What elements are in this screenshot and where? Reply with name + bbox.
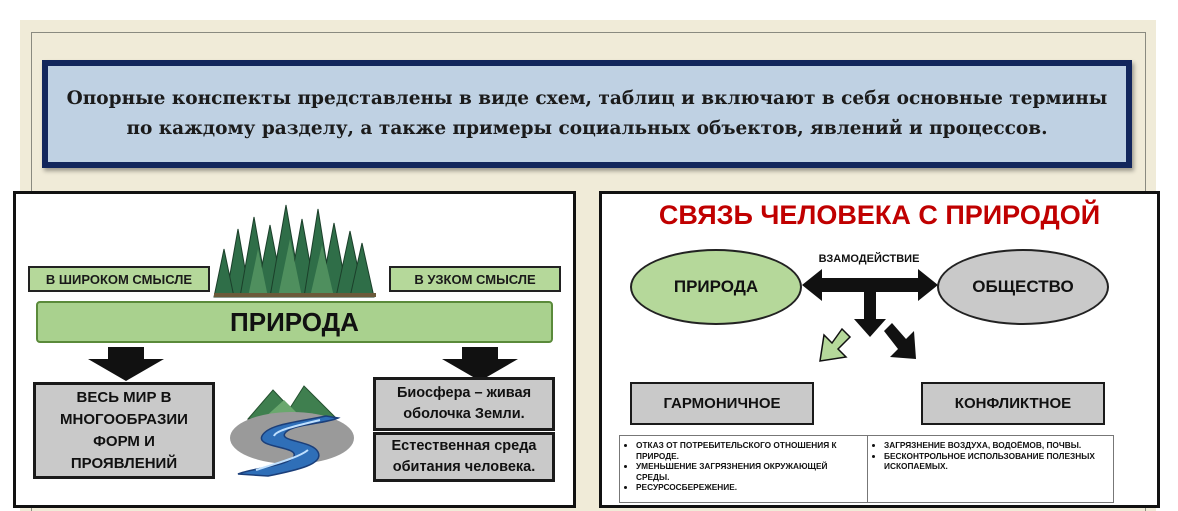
bio-line-2: оболочка Земли. (403, 406, 525, 422)
wide-line-1: ВЕСЬ МИР В (76, 388, 172, 406)
list-item: ЗАГРЯЗНЕНИЕ ВОЗДУХА, ВОДОЁМОВ, ПОЧВЫ. (884, 440, 1107, 451)
interaction-arrows-icon (802, 269, 938, 362)
nature-main-text: ПРИРОДА (230, 306, 359, 337)
env-line-2: обитания человека. (392, 459, 536, 475)
list-item: УМЕНЬШЕНИЕ ЗАГРЯЗНЕНИЯ ОКРУЖАЮЩЕЙ СРЕДЫ. (636, 461, 861, 482)
conflict-text: КОНФЛИКТНОЕ (954, 395, 1072, 412)
bio-line-1: Биосфера – живая (396, 385, 532, 401)
society-ellipse: ОБЩЕСТВО (937, 249, 1109, 325)
forest-icon (213, 204, 376, 298)
arrow-down-right-icon (442, 347, 518, 381)
conflict-list: ЗАГРЯЗНЕНИЕ ВОЗДУХА, ВОДОЁМОВ, ПОЧВЫ. БЕ… (867, 435, 1114, 503)
list-item: БЕСКОНТРОЛЬНОЕ ИСПОЛЬЗОВАНИЕ ПОЛЕЗНЫХ ИС… (884, 451, 1107, 472)
panel-title: СВЯЗЬ ЧЕЛОВЕКА С ПРИРОДОЙ (658, 200, 1101, 230)
wide-sense-label: В ШИРОКОМ СМЫСЛЕ (28, 266, 210, 292)
harmonious-list: ОТКАЗ ОТ ПОТРЕБИТЕЛЬСКОГО ОТНОШЕНИЯ К ПР… (619, 435, 868, 503)
env-line-1: Естественная среда (391, 438, 537, 454)
banner-line-2: по каждому разделу, а также примеры соци… (126, 118, 1048, 139)
intro-banner: Опорные конспекты представлены в виде сх… (42, 60, 1132, 168)
arrow-down-left-icon (88, 347, 164, 381)
interaction-label: ВЗАМОДЕЙСТВИЕ (818, 253, 920, 265)
biosphere-definition: Биосфера – живая оболочка Земли. (373, 377, 555, 431)
list-item: РЕСУРСОСБЕРЕЖЕНИЕ. (636, 482, 861, 493)
harmonious-text: ГАРМОНИЧНОЕ (663, 395, 781, 412)
habitat-definition: Естественная среда обитания человека. (373, 432, 555, 482)
nature-definition-panel: В ШИРОКОМ СМЫСЛЕ В УЗКОМ СМЫСЛЕ ПРИРОДА … (13, 191, 576, 508)
nature-main-bar: ПРИРОДА (36, 301, 553, 343)
human-nature-panel: СВЯЗЬ ЧЕЛОВЕКА С ПРИРОДОЙ ПРИРОДА ОБЩЕСТ… (599, 191, 1160, 508)
narrow-sense-text: В УЗКОМ СМЫСЛЕ (414, 271, 536, 287)
nature-ellipse-text: ПРИРОДА (673, 277, 759, 296)
habitat-text: Естественная среда обитания человека. (392, 436, 537, 478)
banner-line-1: Опорные конспекты представлены в виде сх… (66, 88, 1108, 109)
narrow-sense-label: В УЗКОМ СМЫСЛЕ (389, 266, 561, 292)
biosphere-text: Биосфера – живая оболочка Земли. (397, 383, 531, 425)
wide-definition-text: ВЕСЬ МИР В МНОГООБРАЗИИ ФОРМ И ПРОЯВЛЕНИ… (60, 387, 188, 475)
wide-sense-text: В ШИРОКОМ СМЫСЛЕ (45, 271, 193, 287)
society-ellipse-text: ОБЩЕСТВО (972, 277, 1074, 296)
banner-text: Опорные конспекты представлены в виде сх… (67, 84, 1108, 144)
list-item: ОТКАЗ ОТ ПОТРЕБИТЕЛЬСКОГО ОТНОШЕНИЯ К ПР… (636, 440, 861, 461)
nature-ellipse: ПРИРОДА (630, 249, 802, 325)
river-icon (230, 385, 354, 477)
wide-line-4: ПРОЯВЛЕНИЙ (70, 454, 178, 472)
harmonious-box: ГАРМОНИЧНОЕ (630, 382, 814, 425)
wide-sense-definition: ВЕСЬ МИР В МНОГООБРАЗИИ ФОРМ И ПРОЯВЛЕНИ… (33, 382, 215, 479)
wide-line-2: МНОГООБРАЗИИ (60, 410, 188, 428)
conflict-box: КОНФЛИКТНОЕ (921, 382, 1105, 425)
wide-line-3: ФОРМ И (93, 432, 155, 450)
